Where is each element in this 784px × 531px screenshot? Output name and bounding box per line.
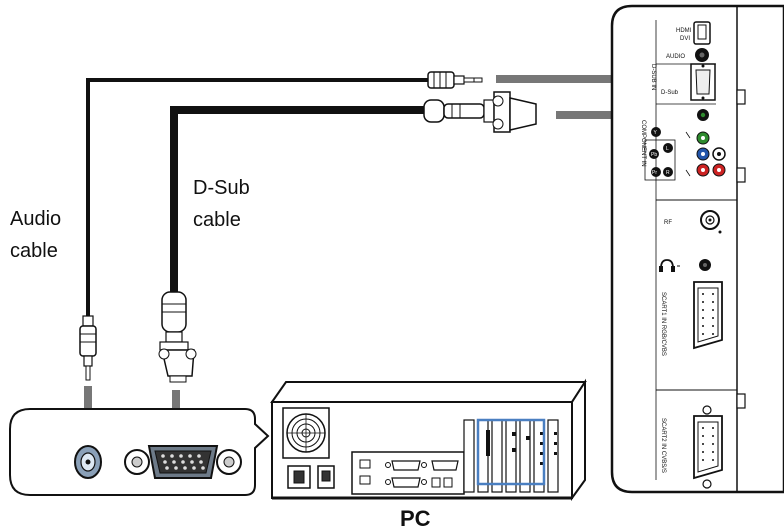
graphics-card-highlight — [476, 418, 546, 486]
tv-rf-label: RF — [664, 220, 672, 226]
tv-scart2-label: SCART2 IN CVBS/S — [660, 418, 666, 473]
audio-plug-top — [427, 71, 483, 89]
svg-text:L: L — [666, 146, 669, 152]
tv-scart2-port — [693, 405, 723, 489]
tv-component-label: COMPONENT IN — [640, 120, 646, 167]
dsub-plug-top — [423, 91, 537, 133]
audio-plug-bottom — [79, 315, 97, 381]
tv-dsub-label: D-Sub — [661, 90, 679, 96]
tv-rear-panel: HDMI DVI AUDIO D-SUB IN D-Sub COMPONENT … — [610, 4, 784, 494]
dsub-cable — [170, 106, 426, 294]
svg-text:R: R — [666, 170, 670, 176]
tv-audio-label: AUDIO — [666, 54, 685, 60]
tv-hdmi-label: HDMI — [676, 28, 692, 34]
audio-cable — [86, 78, 430, 318]
dsub-plug-bottom — [158, 291, 197, 383]
svg-text:Y: Y — [654, 130, 658, 136]
tv-dsub-in-label: D-SUB IN — [650, 64, 656, 90]
audio-cable-label-1: Audio — [10, 208, 61, 230]
pc-audio-jack — [74, 445, 102, 479]
dsub-cable-label-2: cable — [193, 209, 241, 231]
headphone-icon — [659, 259, 680, 272]
pc-label: PC — [400, 506, 431, 531]
dsub-cable-label-1: D-Sub — [193, 177, 250, 199]
pc-vga-port — [124, 445, 242, 479]
tv-dvi-label: DVI — [680, 36, 690, 42]
svg-text:Pr: Pr — [652, 170, 657, 176]
audio-cable-label-2: cable — [10, 240, 58, 262]
tv-rf-port — [700, 210, 722, 234]
tv-scart1-port — [693, 281, 723, 350]
tv-scart1-label: SCART1 IN RGB/CVBS — [660, 292, 666, 356]
pc-tower — [270, 378, 587, 502]
svg-text:Pb: Pb — [651, 152, 657, 158]
tv-component-ports: Y Pb Pr L R — [644, 127, 726, 181]
